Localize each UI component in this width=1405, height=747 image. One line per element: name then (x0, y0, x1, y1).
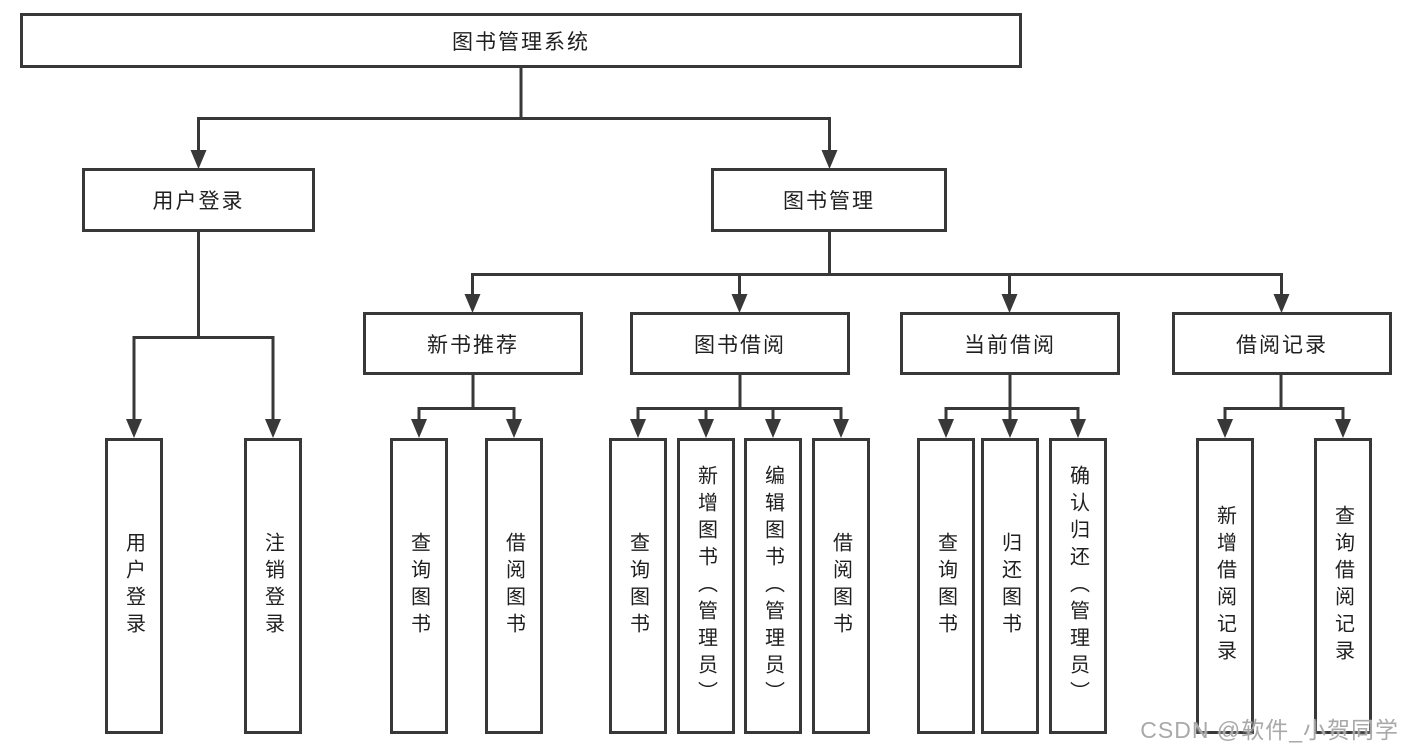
arrowhead-icons (126, 150, 1351, 438)
leaf-add-borrow-record: 新增借阅记录 (1196, 438, 1254, 734)
leaf-return-books: 归还图书 (981, 438, 1039, 734)
node-new-book-recommendation: 新书推荐 (363, 312, 583, 375)
leaf-query-borrow-record: 查询借阅记录 (1314, 438, 1372, 734)
leaf-borrow-books-recommend: 借阅图书 (485, 438, 543, 734)
leaf-borrow-books-borrowing: 借阅图书 (812, 438, 870, 734)
csdn-watermark: CSDN @软件_小贺同学 (1140, 717, 1399, 743)
node-current-borrowing: 当前借阅 (900, 312, 1120, 375)
node-book-management: 图书管理 (711, 168, 947, 232)
connector-lines (132, 68, 1345, 422)
leaf-user-login: 用户登录 (105, 438, 163, 734)
leaf-confirm-return-admin: 确认归还（管理员） (1049, 438, 1107, 734)
node-borrowing-records: 借阅记录 (1172, 312, 1392, 375)
leaf-query-books-recommend: 查询图书 (390, 438, 448, 734)
leaf-logout: 注销登录 (244, 438, 302, 734)
node-user-login: 用户登录 (82, 168, 315, 232)
leaf-add-books-admin: 新增图书（管理员） (677, 438, 735, 734)
leaf-query-books-current: 查询图书 (917, 438, 975, 734)
node-book-borrowing: 图书借阅 (630, 312, 850, 375)
node-root: 图书管理系统 (20, 13, 1022, 68)
leaf-query-books-borrowing: 查询图书 (609, 438, 667, 734)
leaf-edit-books-admin: 编辑图书（管理员） (744, 438, 802, 734)
